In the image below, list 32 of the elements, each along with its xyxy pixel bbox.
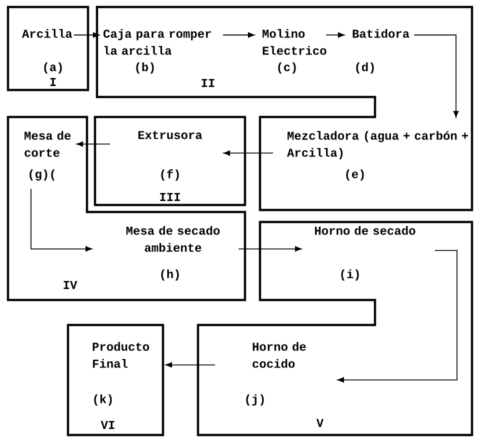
- step-letter: (f): [161, 169, 179, 181]
- step-label: Molino Electrico: [262, 29, 326, 55]
- step-letter: (e): [346, 169, 364, 181]
- step-letter: (h): [161, 269, 179, 281]
- step-label: Horno de cocido: [252, 342, 306, 368]
- arrow: [30, 188, 92, 252]
- step-label: Arcilla: [22, 29, 72, 38]
- step-letter: (i): [341, 269, 359, 281]
- step-label: Extrusora: [138, 131, 202, 140]
- step-label: Mesa de secado ambiente: [126, 226, 220, 252]
- step-label: Caja para romper la arcilla: [103, 29, 211, 55]
- step-letter: (g)(: [30, 169, 55, 181]
- arrow: [165, 362, 216, 368]
- step-letter: (d): [356, 62, 374, 74]
- arrow: [337, 250, 458, 383]
- step-label: Producto Final: [92, 342, 150, 368]
- arrow: [222, 32, 255, 38]
- arrow: [223, 150, 274, 156]
- arrow: [238, 246, 302, 252]
- step-letter: (c): [278, 62, 296, 74]
- step-label: Batidora: [352, 29, 410, 38]
- step-label: Mezcladora (agua + carbón + Arcilla): [287, 131, 468, 160]
- step-letter: (a): [44, 62, 62, 74]
- step-letter: (b): [136, 62, 154, 74]
- step-letter: (k): [94, 394, 112, 406]
- step-label: Mesa de corte: [24, 131, 71, 157]
- arrow: [414, 34, 459, 118]
- arrow: [76, 141, 110, 147]
- arrow: [74, 32, 100, 38]
- step-label: Horno de secado: [315, 226, 416, 235]
- step-letter: (j): [246, 394, 264, 406]
- arrow: [326, 32, 345, 38]
